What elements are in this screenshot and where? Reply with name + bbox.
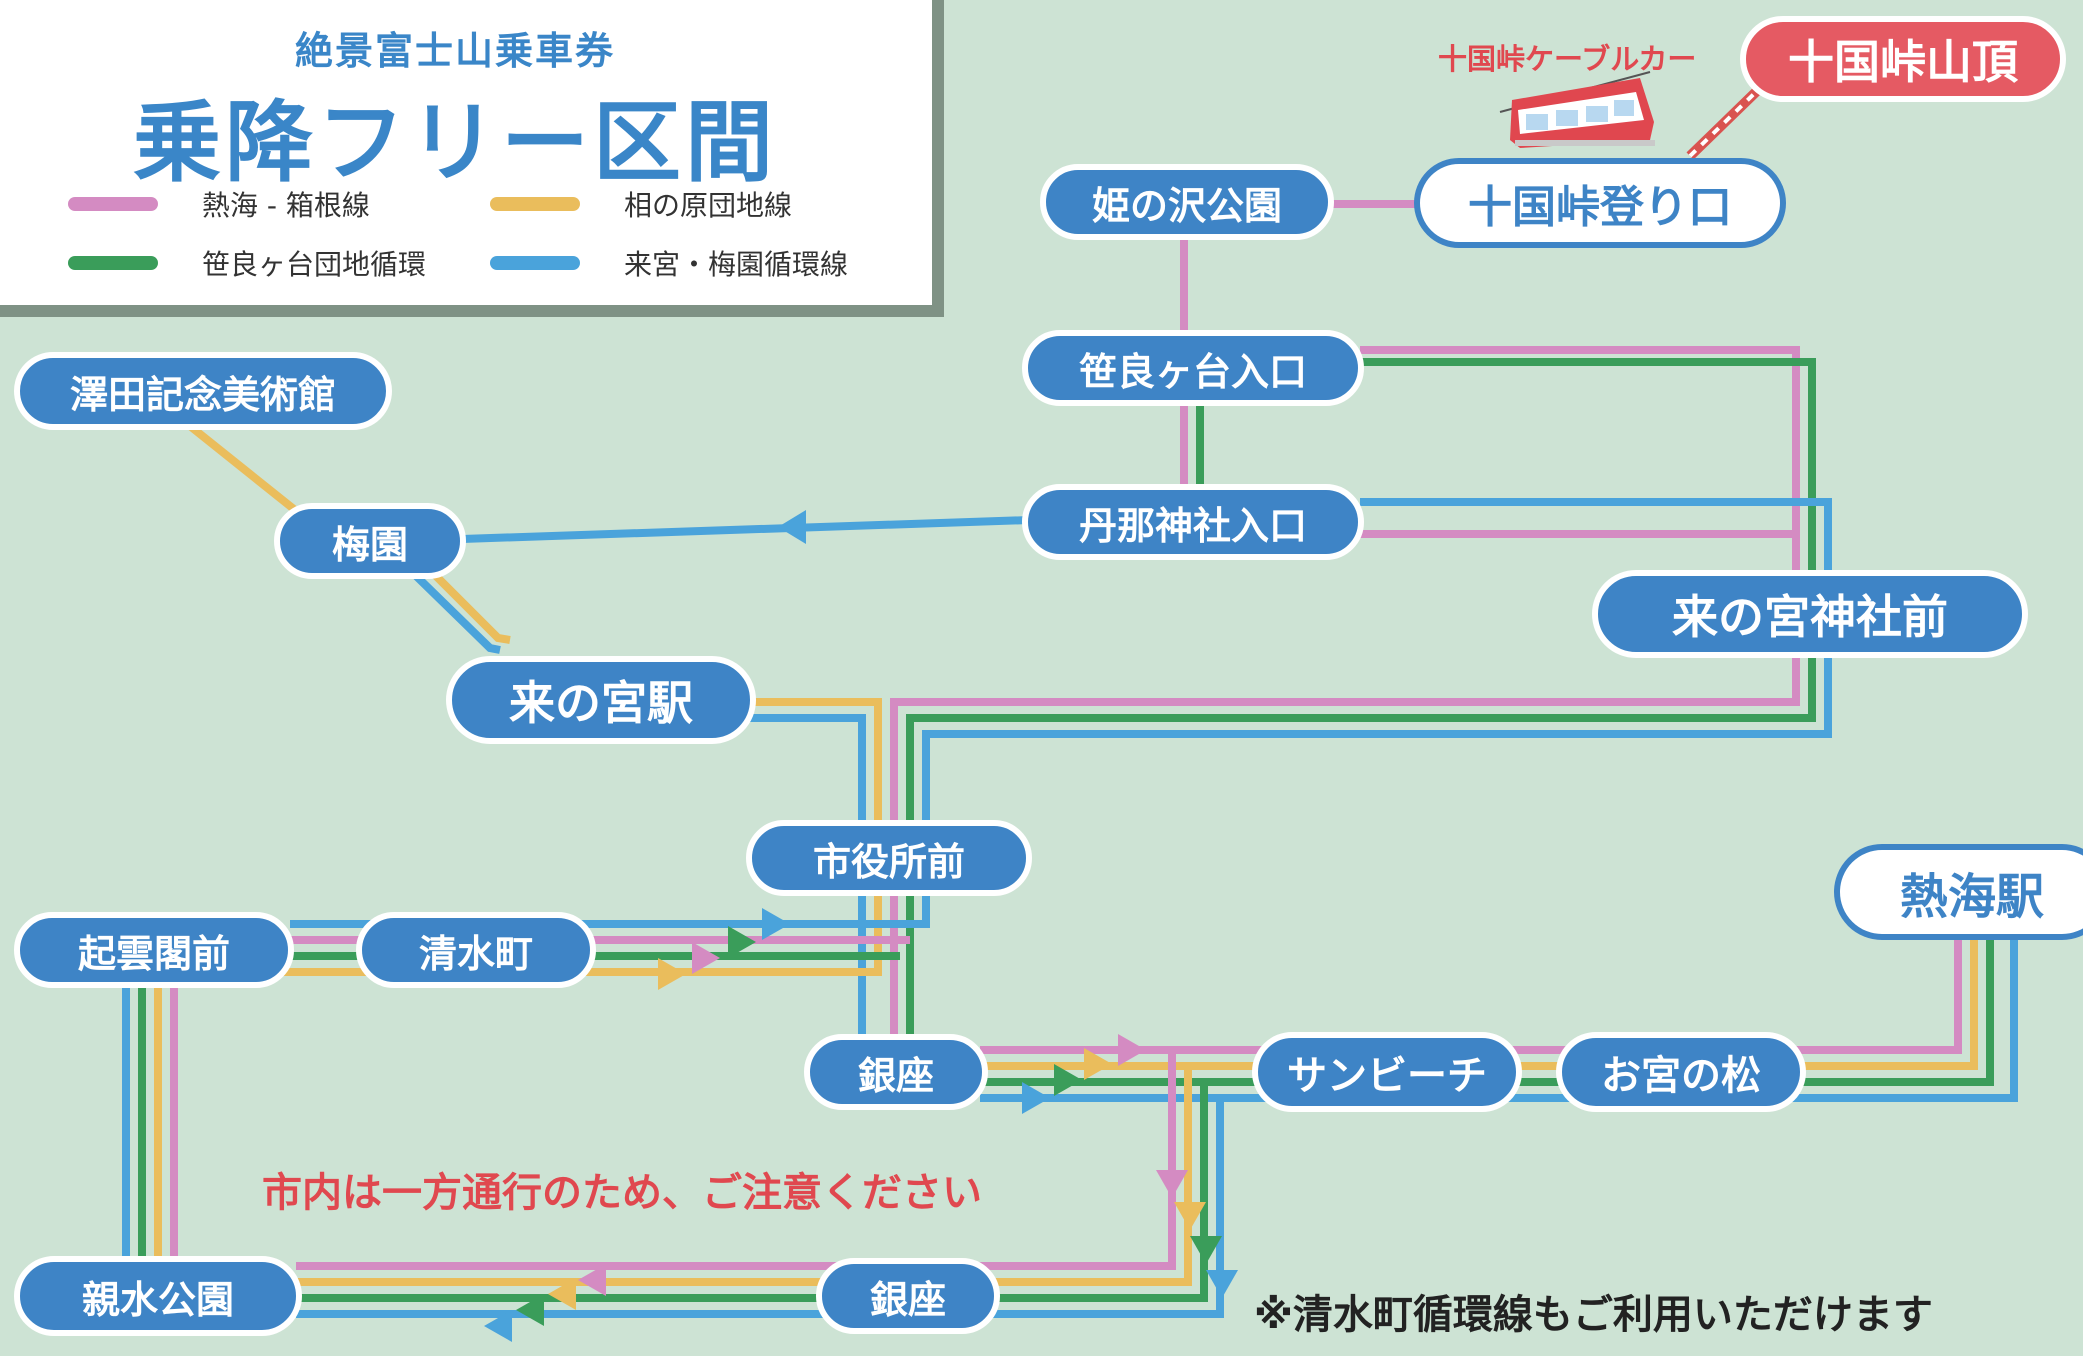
station-tanna[interactable]: 丹那神社入口 [1022, 484, 1364, 560]
legend-swatch-yellow [490, 197, 580, 211]
arrow-blue-shimizu [762, 908, 790, 940]
route-pink-down-loop [296, 1050, 1176, 1270]
station-ginza-upper[interactable]: 銀座 [804, 1034, 988, 1110]
legend-item-pink: 熱海 - 箱根線 [68, 184, 370, 224]
arrow-yellow-shimizu [658, 958, 686, 990]
legend-label: 笹良ヶ台団地循環 [202, 248, 427, 281]
legend-swatch-green [68, 256, 158, 270]
route-blue-down-loop [296, 1098, 1224, 1318]
station-baien[interactable]: 梅園 [274, 503, 466, 579]
route-green-sasara-loop [906, 358, 1816, 1060]
station-himenosawa[interactable]: 姫の沢公園 [1040, 164, 1334, 240]
note-one-way: 市内は一方通行のため、ご注意ください [262, 1170, 982, 1216]
station-kiunkaku[interactable]: 起雲閣前 [14, 912, 294, 988]
route-pink-sasara-loop [890, 346, 1800, 1052]
legend-item-yellow: 相の原団地線 [490, 184, 792, 224]
legend-panel [0, 0, 932, 305]
station-kinomiya-eki[interactable]: 来の宮駅 [446, 656, 756, 744]
arrow-pink-ginza [1118, 1034, 1146, 1066]
arrow-green-down [1190, 1236, 1222, 1264]
title-main: 乗降フリー区間 [132, 91, 777, 194]
arrow-pink-west [578, 1264, 606, 1296]
arrow-pink-down [1156, 1170, 1188, 1198]
cable-car-icon [1499, 71, 1655, 148]
legend-item-blue: 来宮・梅園循環線 [490, 243, 848, 283]
legend-swatch-blue [490, 256, 580, 270]
arrow-green-ginza [1054, 1064, 1082, 1096]
route-blue-baien-tanna [461, 516, 1031, 543]
arrow-green-west [516, 1294, 544, 1326]
legend-label: 熱海 - 箱根線 [202, 189, 370, 222]
title-subtitle: 絶景富士山乗車券 [294, 29, 615, 73]
arrow-pink-shimizu [692, 942, 720, 974]
station-shiyakusho[interactable]: 市役所前 [746, 820, 1032, 896]
arrow-blue-ginza [1022, 1082, 1050, 1114]
legend-label: 来宮・梅園循環線 [624, 248, 849, 281]
arrow-yellow-west [548, 1278, 576, 1310]
arrow-blue-west-bottom [484, 1310, 512, 1342]
station-kinomiya-shrine[interactable]: 来の宮神社前 [1592, 570, 2028, 658]
station-atami[interactable]: 熱海駅 [1834, 844, 2083, 940]
arrow-yellow-down [1174, 1202, 1206, 1230]
station-jikkoku-entrance[interactable]: 十国峠登り口 [1414, 158, 1786, 248]
station-sunbeach[interactable]: サンビーチ [1252, 1032, 1522, 1112]
station-omiya[interactable]: お宮の松 [1556, 1032, 1806, 1112]
route-green-down-loop [296, 1082, 1208, 1302]
arrow-blue-down [1206, 1270, 1238, 1298]
station-shimizucho[interactable]: 清水町 [356, 912, 596, 988]
legend-item-green: 笹良ヶ台団地循環 [68, 243, 426, 283]
station-jikkoku-summit[interactable]: 十国峠山頂 [1740, 16, 2066, 102]
station-shinsui[interactable]: 親水公園 [14, 1256, 302, 1336]
arrow-blue-west [778, 510, 806, 544]
note-loop: ※清水町循環線もご利用いただけます [1254, 1292, 1933, 1338]
station-sawada[interactable]: 澤田記念美術館 [14, 352, 392, 430]
arrow-green-shimizu [728, 926, 756, 958]
station-sasara[interactable]: 笹良ヶ台入口 [1022, 330, 1364, 406]
route-blue-tanna-loop [922, 498, 1832, 928]
route-yellow-baien-kinomiya [417, 557, 511, 644]
legend-label: 相の原団地線 [624, 189, 793, 222]
legend-swatch-pink [68, 197, 158, 211]
station-ginza-lower[interactable]: 銀座 [816, 1258, 1000, 1334]
route-blue-baien-kinomiya [407, 567, 501, 654]
arrow-yellow-ginza [1084, 1048, 1112, 1080]
cable-car-label: 十国峠ケーブルカー [1438, 42, 1697, 76]
